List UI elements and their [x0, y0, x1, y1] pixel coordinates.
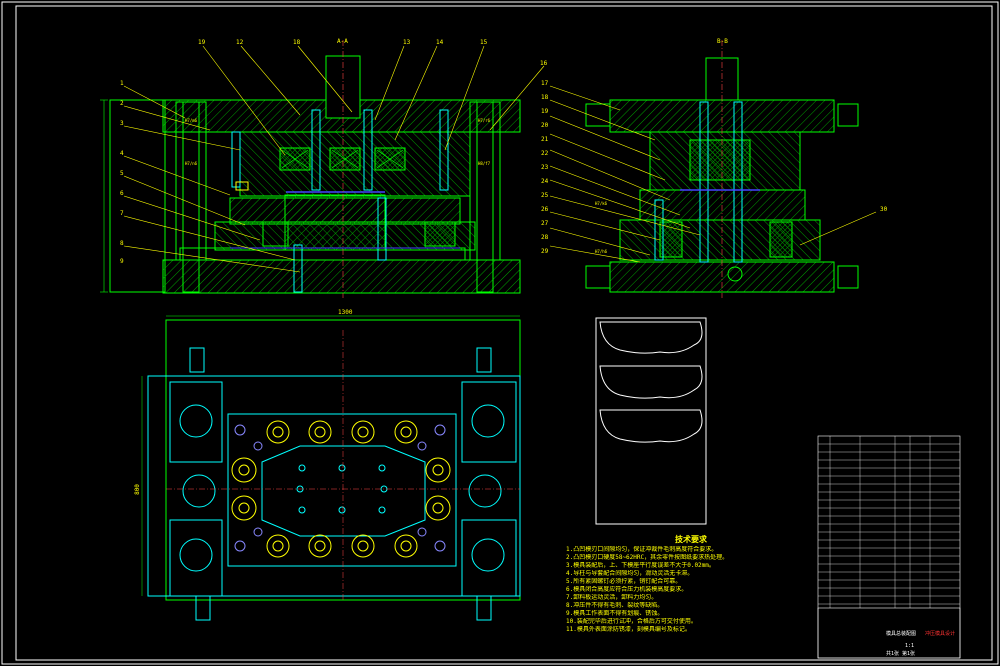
tech-requirement-item: 6.模具闭合高度应符合压力机装模高度要求。	[566, 586, 688, 593]
title-block-part: 模具总装配图	[886, 631, 917, 637]
callout-label: 16	[540, 60, 548, 67]
left-leaders	[123, 45, 545, 273]
fit-note: H7/m6	[185, 118, 198, 123]
tech-requirement-item: 3.模具装配后，上、下模座平行度误差不大于0.02mm。	[566, 562, 715, 569]
front-section-view	[100, 40, 521, 298]
fit-note: H7/r6	[478, 118, 491, 123]
tech-requirement-item: 1.凸凹模刃口间隙均匀，保证冲裁件毛刺高度符合要求。	[566, 546, 718, 553]
title-block-scale: 1:1	[905, 643, 915, 649]
section-label-a: A-A	[337, 38, 348, 45]
callout-label: 2	[120, 100, 124, 107]
callout-label: 4	[120, 150, 124, 157]
callout-label: 3	[120, 120, 124, 127]
strip-layout	[595, 317, 707, 525]
callout-label: 30	[880, 206, 888, 213]
fit-note: H7/k6	[595, 201, 608, 206]
tech-requirement-item: 5.所有紧固螺钉必须拧紧，销钉配合可靠。	[566, 578, 682, 585]
callout-label: 19	[198, 39, 206, 46]
plan-width-dim: 1300	[338, 309, 353, 316]
callout-label: 20	[541, 122, 549, 129]
callout-label: 17	[541, 80, 549, 87]
callout-label: 7	[120, 210, 124, 217]
callout-label: 26	[541, 206, 549, 213]
callout-label: 29	[541, 248, 549, 255]
fit-note: H8/f7	[478, 161, 491, 166]
callout-label: 25	[541, 192, 549, 199]
side-section-view	[585, 40, 859, 298]
callout-label: 12	[236, 39, 244, 46]
tech-requirement-item: 9.模具工作表面不得有划痕、锈蚀。	[566, 610, 664, 617]
title-block-sheet: 共1张 第1张	[886, 651, 916, 657]
fit-note: H7/h6	[595, 249, 608, 254]
callout-label: 18	[541, 94, 549, 101]
section-label-b: B-B	[717, 38, 728, 45]
callout-label: 13	[403, 39, 411, 46]
fit-note: H7/n6	[185, 161, 198, 166]
callout-label: 22	[541, 150, 549, 157]
inner-frame	[15, 5, 993, 661]
callout-label: 19	[541, 108, 549, 115]
callout-label: 15	[480, 39, 488, 46]
tech-title: 技术要求	[675, 535, 707, 544]
plan-height-dim: 800	[133, 484, 141, 495]
callout-label: 6	[120, 190, 124, 197]
tech-requirement-item: 10.装配完毕后进行试冲，合格后方可交付使用。	[566, 618, 697, 625]
callout-label: 28	[541, 234, 549, 241]
callout-label: 5	[120, 170, 124, 177]
tech-requirement-item: 4.导柱与导套配合间隙均匀，滑动灵活无卡滞。	[566, 570, 694, 577]
callout-label: 14	[436, 39, 444, 46]
tech-requirement-item: 8.冲压件不得有毛刺、裂纹等缺陷。	[566, 602, 664, 609]
callout-label: 18	[293, 39, 301, 46]
callout-label: 9	[120, 258, 124, 265]
tech-requirement-item: 2.凸凹模刃口硬度58~62HRC，其余零件按图纸要求热处理。	[566, 554, 729, 561]
callout-label: 24	[541, 178, 549, 185]
callout-label: 21	[541, 136, 549, 143]
tech-requirement-item: 7.卸料板运动灵活，卸料力均匀。	[566, 594, 658, 601]
title-block-company: 冲压模具设计	[925, 631, 956, 637]
plan-view	[141, 315, 521, 621]
right-leaders	[549, 85, 877, 263]
callout-label: 23	[541, 164, 549, 171]
title-block	[817, 435, 961, 659]
bom-rows	[818, 436, 960, 608]
technical-requirements: 技术要求 1.凸凹模刃口间隙均匀，保证冲裁件毛刺高度符合要求。2.凸凹模刃口硬度…	[566, 536, 816, 634]
callout-label: 8	[120, 240, 124, 247]
callout-label: 27	[541, 220, 549, 227]
tech-requirement-item: 11.模具外表面涂防锈漆，刻模具编号及标记。	[566, 626, 691, 633]
callout-label: 1	[120, 80, 124, 87]
